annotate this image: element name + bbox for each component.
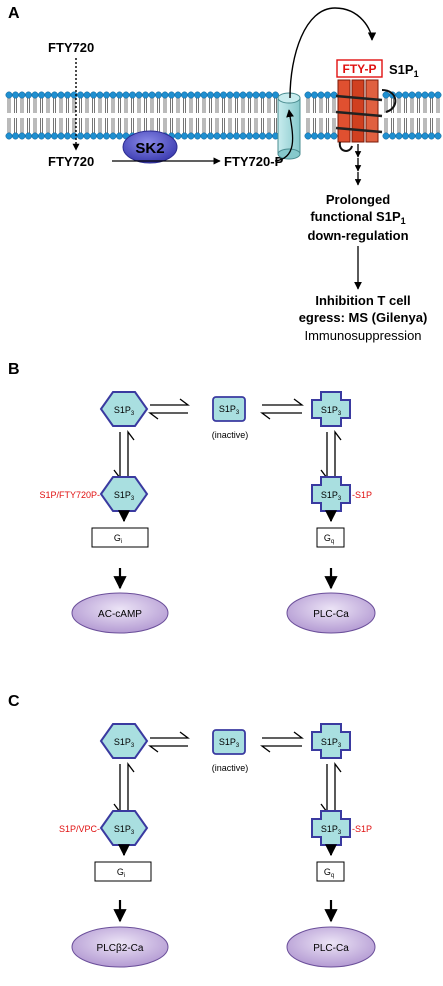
sk2-label: SK2 bbox=[135, 140, 164, 157]
inactive-label-c: (inactive) bbox=[212, 763, 249, 773]
inactive-label: (inactive) bbox=[212, 430, 249, 440]
fty720-extracellular-label: FTY720 bbox=[48, 40, 94, 55]
effect-downregulation-line1: Prolonged bbox=[326, 192, 390, 207]
gq-box-c bbox=[316, 861, 345, 882]
plc-ca-effector-ellipse-c bbox=[286, 926, 376, 968]
fty720-intracellular-label: FTY720 bbox=[48, 154, 94, 169]
s1p1-label: S1P1 bbox=[389, 62, 419, 79]
gq-label-c: Gq bbox=[324, 867, 334, 879]
panel-a: A FTY720 FTY720 SK2 FTY720-P FT bbox=[5, 5, 442, 343]
plcb2-ca-label: PLCβ2-Ca bbox=[97, 943, 144, 954]
vertical-equilibrium-right bbox=[320, 430, 342, 480]
vertical-equilibrium-left bbox=[113, 430, 135, 480]
plc-ca-effector-ellipse-b bbox=[286, 592, 376, 634]
plcb2-ca-effector-ellipse bbox=[71, 926, 169, 968]
ligand-s1p-fty720p-label: S1P/FTY720P- bbox=[39, 490, 100, 500]
gi-label-c: Gi bbox=[117, 867, 125, 879]
sk2-kinase-ellipse bbox=[122, 130, 178, 164]
gi-box-c bbox=[94, 861, 152, 882]
effect-t-cell-line2: egress: MS (Gilenya) bbox=[299, 310, 428, 325]
export-arrow bbox=[274, 109, 294, 162]
gi-box bbox=[91, 527, 149, 548]
equilibrium-arrow-left-c bbox=[148, 731, 190, 753]
fty-p-ligand-box bbox=[336, 59, 383, 78]
ligand-s1p-right-label-c: -S1P bbox=[352, 824, 372, 834]
transporter-cylinder bbox=[277, 92, 301, 160]
s1p3-inactive-square-c bbox=[212, 729, 246, 755]
s1p3-label-top-left: S1P3 bbox=[114, 405, 135, 417]
vertical-equilibrium-left-c bbox=[113, 762, 135, 814]
equilibrium-arrow-right bbox=[260, 398, 304, 420]
s1p3-label-inactive: S1P3 bbox=[219, 404, 240, 416]
s1p3-label-bound-right-c: S1P3 bbox=[321, 824, 342, 836]
panel-a-letter: A bbox=[8, 5, 20, 22]
panel-b-letter: B bbox=[8, 361, 20, 378]
gi-label: Gi bbox=[114, 533, 122, 545]
effect-t-cell-line3: Immunosuppression bbox=[304, 328, 421, 343]
ac-camp-effector-ellipse bbox=[71, 592, 169, 634]
ligand-s1p-vpc-label: S1P/VPC- bbox=[59, 824, 100, 834]
ligand-s1p-right-label: -S1P bbox=[352, 490, 372, 500]
vertical-equilibrium-right-c bbox=[320, 762, 342, 814]
plc-ca-label-b: PLC-Ca bbox=[313, 609, 349, 620]
s1p3-label-top-right-c: S1P3 bbox=[321, 737, 342, 749]
equilibrium-arrow-right-c bbox=[260, 731, 304, 753]
effect-downregulation-line3: down-regulation bbox=[307, 228, 408, 243]
s1p3-label-bound-right: S1P3 bbox=[321, 490, 342, 502]
fty-p-ligand-label: FTY-P bbox=[342, 62, 376, 76]
equilibrium-arrow-left bbox=[148, 398, 190, 420]
s1p3-label-bound-left: S1P3 bbox=[114, 490, 135, 502]
plc-ca-label-c: PLC-Ca bbox=[313, 943, 349, 954]
s1p3-label-top-right: S1P3 bbox=[321, 405, 342, 417]
s1p3-label-top-left-c: S1P3 bbox=[114, 737, 135, 749]
effect-downregulation-line2: functional S1P1 bbox=[310, 209, 405, 226]
s1p3-label-inactive-c: S1P3 bbox=[219, 737, 240, 749]
ac-camp-label: AC-cAMP bbox=[98, 609, 142, 620]
panel-c: C S1P3 S1P3 (inactive) S1P3 S1P3 S1P/VPC… bbox=[8, 693, 376, 968]
gq-label: Gq bbox=[324, 533, 334, 545]
gq-box bbox=[316, 527, 345, 548]
effect-t-cell-line1: Inhibition T cell bbox=[315, 293, 410, 308]
ligand-return-arrow bbox=[289, 7, 377, 99]
fty720-p-label: FTY720-P bbox=[224, 154, 284, 169]
s1p1-receptor-icon bbox=[335, 79, 397, 152]
panel-b: B S1P3 S1P3 (inactive) S1P3 bbox=[8, 361, 376, 634]
panel-c-letter: C bbox=[8, 693, 20, 710]
s1p3-inactive-square bbox=[212, 396, 246, 422]
s1p3-label-bound-left-c: S1P3 bbox=[114, 824, 135, 836]
